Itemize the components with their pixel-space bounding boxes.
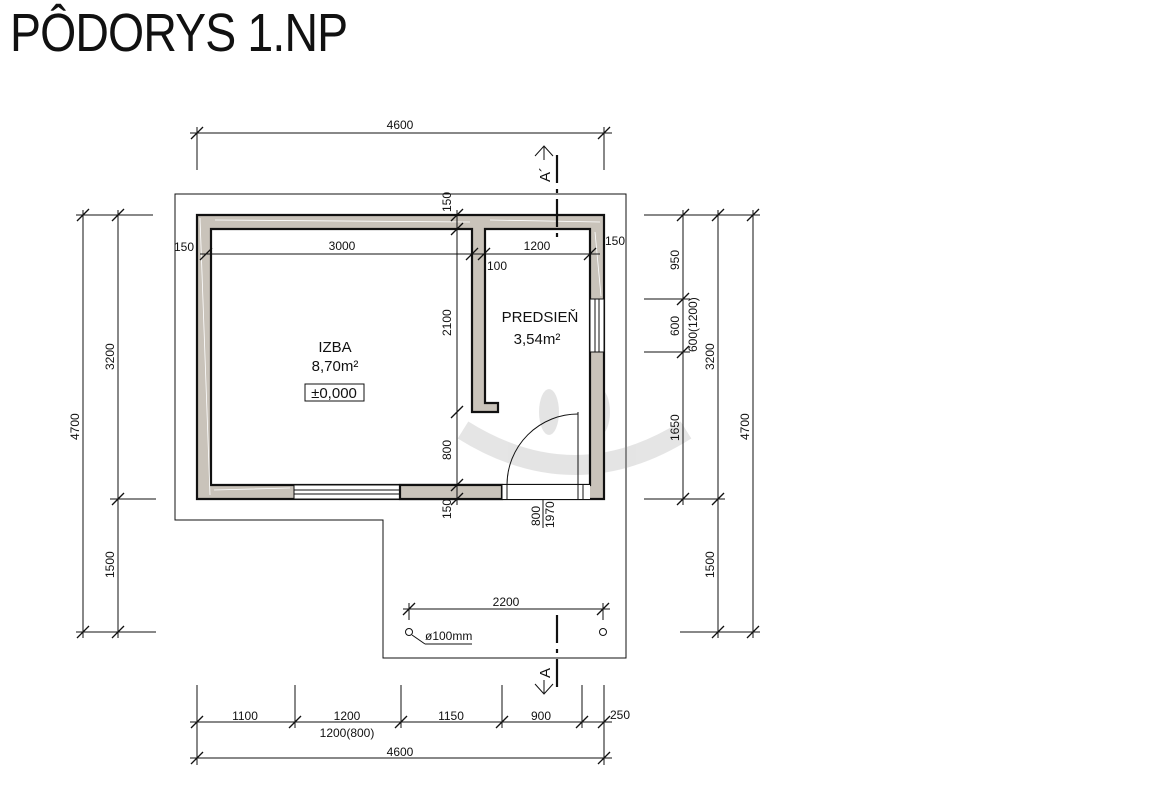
section-line	[534, 145, 559, 695]
dim-right-lower: 1650	[668, 414, 682, 441]
dim-right-window: 600	[668, 316, 682, 336]
watermark-logo	[457, 389, 692, 475]
section-mark-top: A´	[537, 167, 554, 182]
dim-predsien-width: 1200	[524, 239, 551, 253]
bottom-wall-segment	[398, 483, 504, 501]
dim-top-total: 4600	[387, 118, 414, 132]
predsien-name: PREDSIEŇ	[502, 309, 579, 326]
drawing-title: PÔDORYS 1.NP	[10, 3, 348, 63]
dim-bottom-total: 4600	[387, 745, 414, 759]
window-izba	[293, 484, 401, 500]
dim-wall-left: 150	[174, 240, 194, 254]
dim-bottom-2: 1200	[334, 709, 361, 723]
dim-bottom-1: 1100	[232, 709, 258, 723]
dim-left-terrace: 1500	[103, 551, 117, 578]
pipe-note: ø100mm	[425, 629, 472, 643]
dim-left-house: 3200	[103, 343, 117, 370]
dim-partition: 100	[487, 259, 507, 273]
pipe-left	[405, 628, 413, 636]
izba-level: ±0,000	[311, 385, 357, 402]
dim-right-top: 950	[668, 250, 682, 270]
dim-izba-width: 3000	[329, 239, 356, 253]
predsien-area: 3,54m²	[514, 331, 561, 348]
dim-left-total: 4700	[68, 413, 82, 440]
level-box	[304, 383, 365, 402]
dim-door-jamb: 800	[440, 440, 454, 460]
dim-terrace-width: 2200	[493, 595, 520, 609]
izba-name: IZBA	[318, 339, 351, 356]
dim-right-house: 3200	[703, 343, 717, 370]
dim-wall-top: 150	[440, 192, 454, 212]
entrance-door	[501, 412, 590, 499]
dim-wall-right: 150	[605, 234, 625, 248]
dim-bottom-4: 900	[531, 709, 551, 723]
dimension-ticks	[76, 126, 760, 765]
dim-door-width: 800	[529, 506, 543, 526]
dim-right-window-outer: 600(1200)	[686, 297, 700, 352]
dim-partition-height: 2100	[440, 309, 454, 336]
window-predsien	[589, 298, 605, 353]
dim-bottom-window: 1200(800)	[320, 726, 375, 740]
dim-right-total: 4700	[738, 413, 752, 440]
section-mark-bottom: A	[537, 668, 554, 678]
dim-bottom-5: 250	[610, 708, 630, 722]
dimension-lines	[76, 127, 760, 765]
dim-bottom-3: 1150	[438, 709, 464, 723]
izba-area: 8,70m²	[312, 358, 359, 375]
dim-door-height: 1970	[543, 501, 557, 528]
pipe-right	[599, 628, 607, 636]
dim-right-terrace: 1500	[703, 551, 717, 578]
dim-wall-bottom: 150	[440, 499, 454, 519]
terrace-outline	[174, 193, 627, 659]
wall-hatch-lines	[199, 217, 602, 496]
